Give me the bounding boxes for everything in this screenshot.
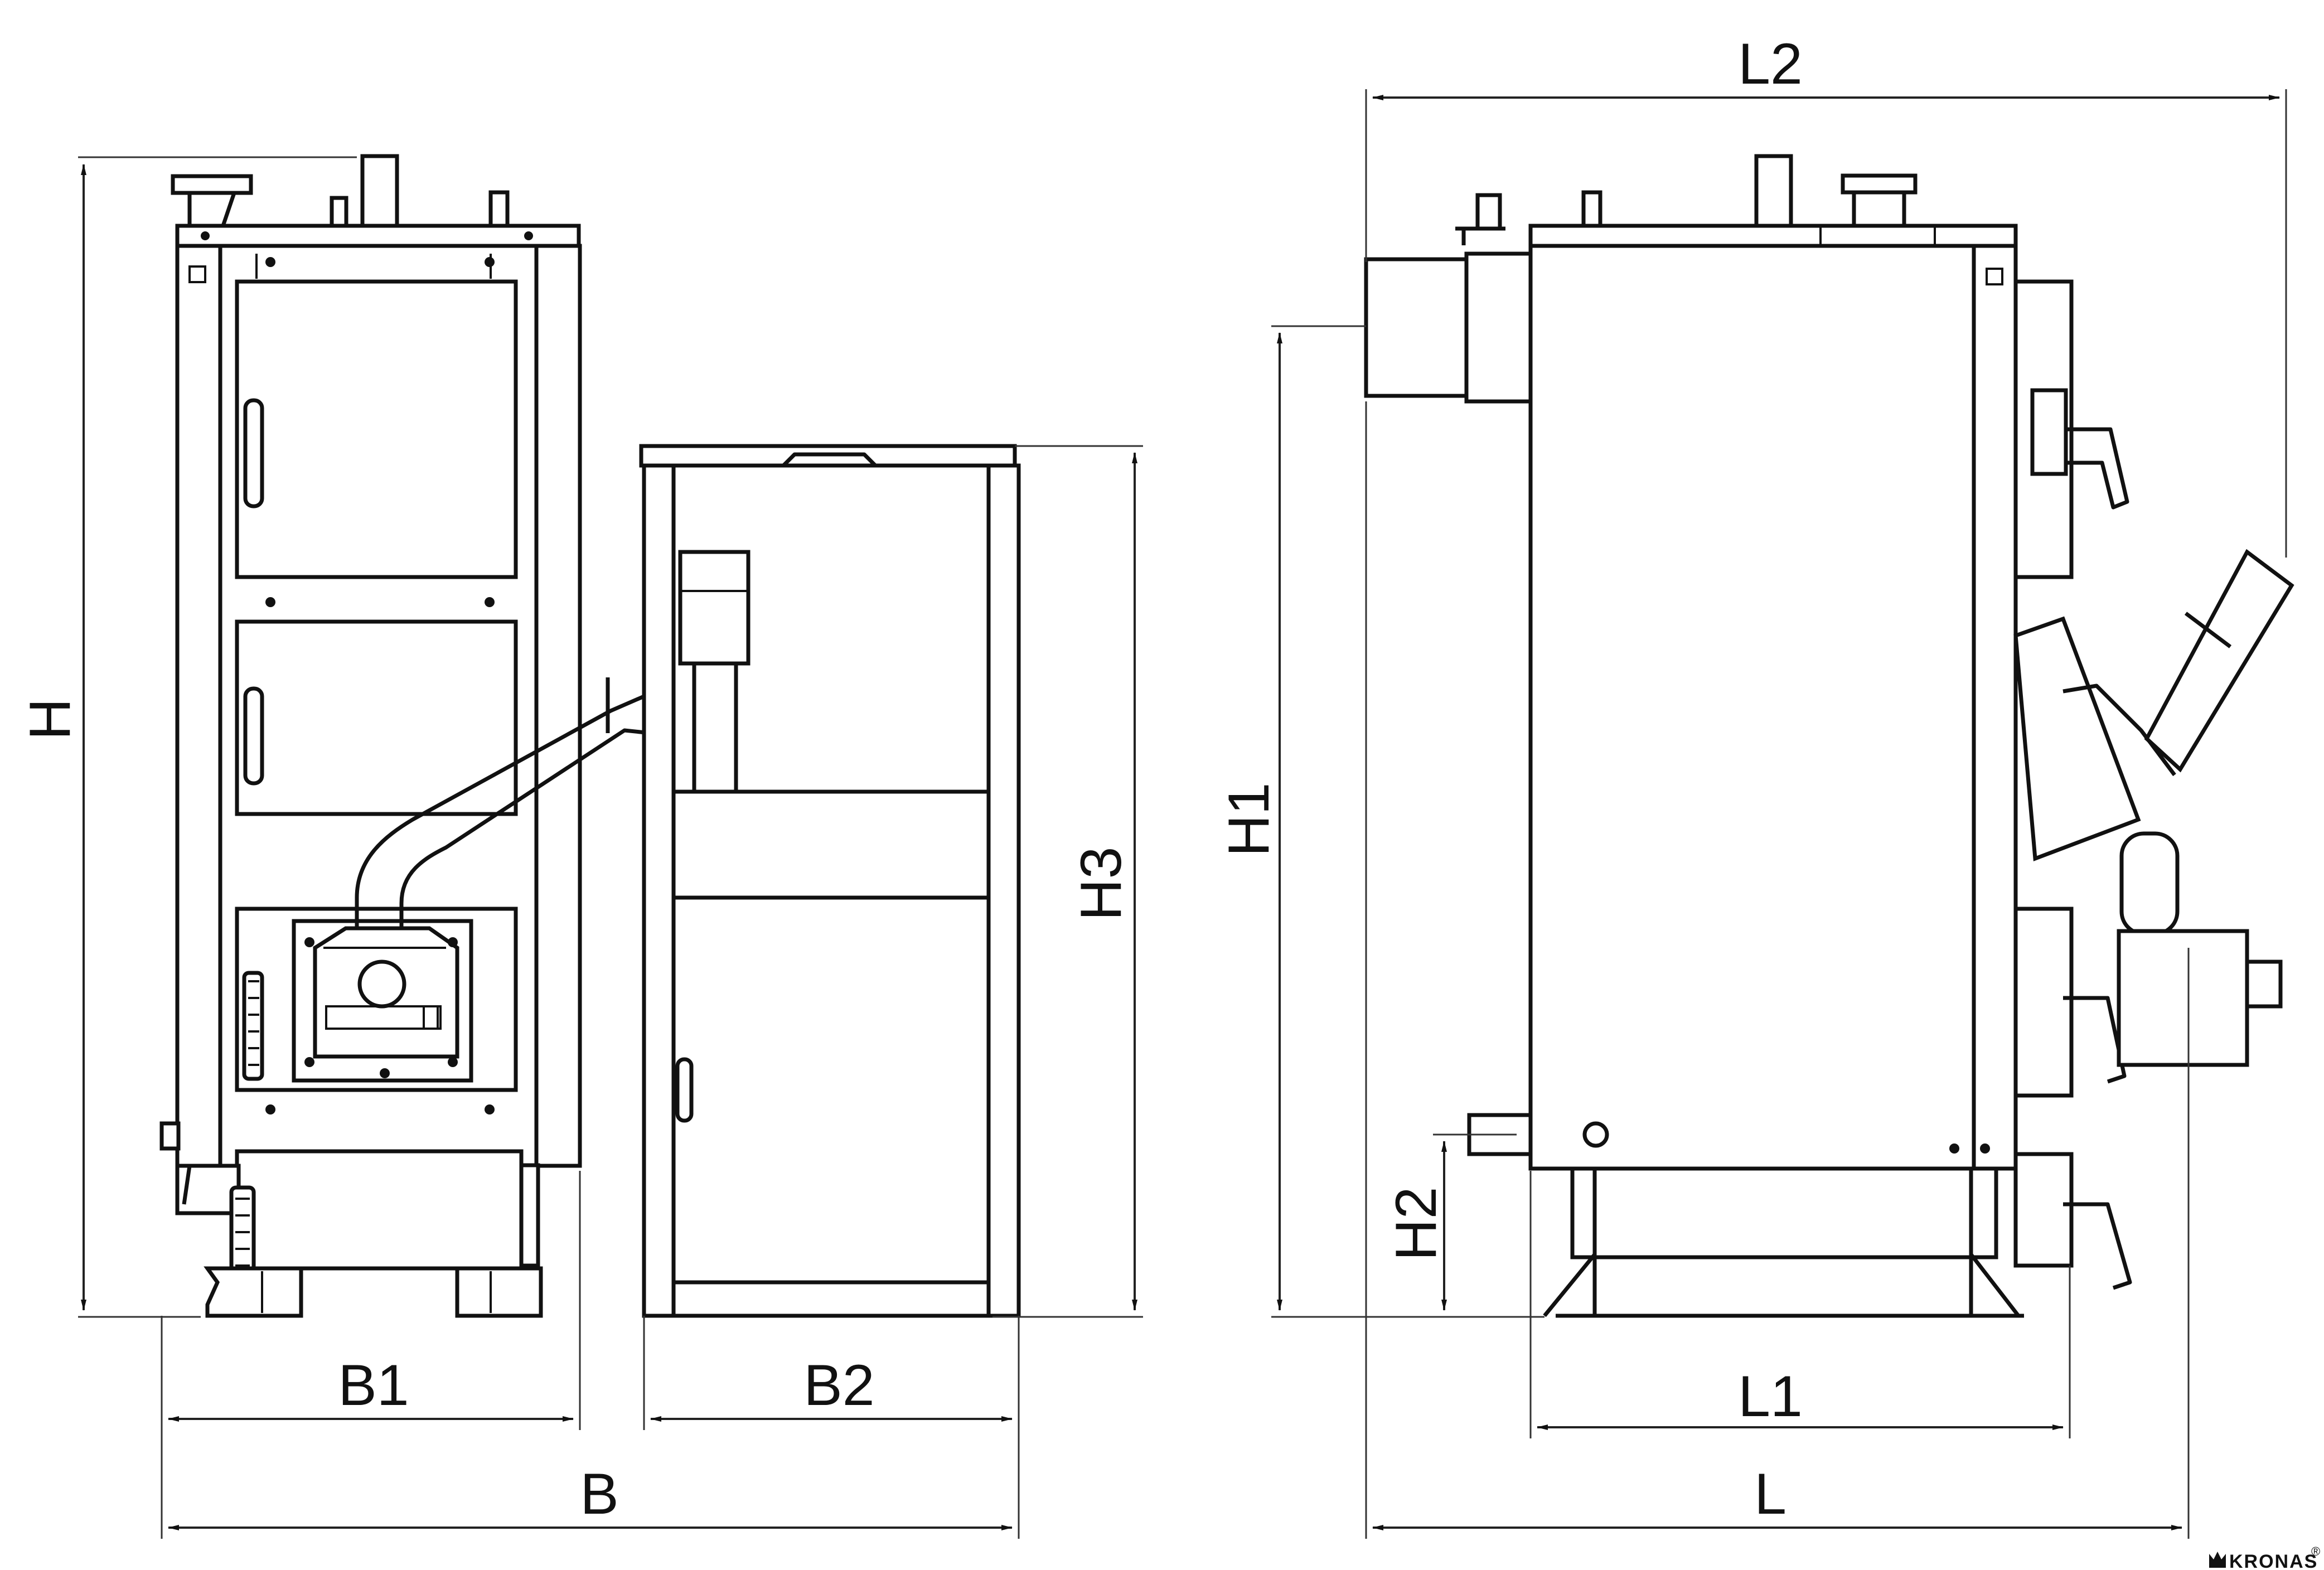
kronas-logo: KRONAS ®	[2209, 1544, 2320, 1570]
dim-label-L: L	[1754, 1462, 1786, 1527]
registered-mark: ®	[2311, 1544, 2320, 1558]
dimension-lines	[78, 89, 2287, 1539]
dim-label-B2: B2	[803, 1353, 874, 1418]
dim-label-L1: L1	[1738, 1364, 1803, 1429]
dim-label-H2: H2	[1384, 1187, 1449, 1261]
dim-label-H1: H1	[1217, 783, 1281, 857]
dim-label-H3: H3	[1069, 847, 1134, 921]
logo-text: KRONAS	[2229, 1551, 2318, 1570]
dim-label-L2: L2	[1738, 32, 1803, 96]
front-view-hopper	[639, 444, 1021, 1318]
crown-icon	[2209, 1552, 2226, 1568]
front-view-boiler	[159, 154, 680, 1318]
dim-label-B1: B1	[338, 1353, 409, 1418]
dim-label-H: H	[18, 698, 83, 740]
dim-label-B: B	[580, 1462, 618, 1527]
side-view-boiler	[1364, 154, 2294, 1318]
